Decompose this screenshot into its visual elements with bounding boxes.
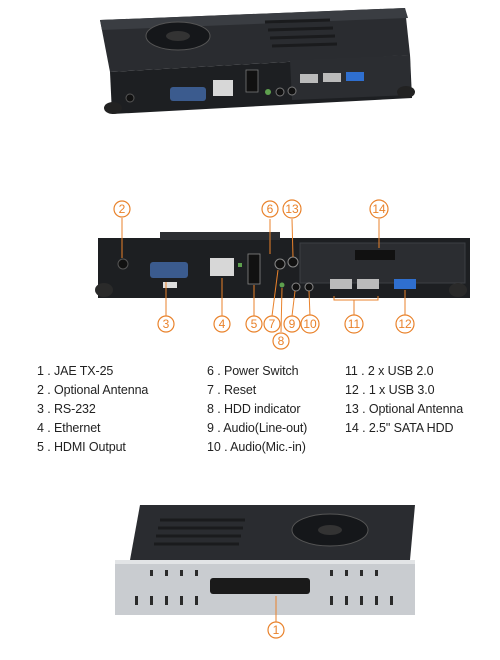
legend-item: 13 . Optional Antenna bbox=[345, 402, 464, 416]
svg-text:10: 10 bbox=[303, 317, 317, 331]
usb2-port-a bbox=[330, 279, 352, 289]
svg-text:2: 2 bbox=[119, 202, 126, 216]
svg-text:4: 4 bbox=[219, 317, 226, 331]
callout-6: 6 bbox=[261, 200, 279, 218]
legend-item: 2 . Optional Antenna bbox=[37, 383, 149, 397]
callout-12: 12 bbox=[395, 314, 415, 334]
legend-column-1: 1 . JAE TX-25 2 . Optional Antenna 3 . R… bbox=[37, 362, 148, 457]
callout-3: 3 bbox=[157, 315, 175, 333]
legend-item: 6 . Power Switch bbox=[207, 364, 299, 378]
callout-14: 14 bbox=[369, 199, 389, 219]
legend-item: 7 . Reset bbox=[207, 383, 257, 397]
callout-4: 4 bbox=[213, 315, 231, 333]
svg-text:5: 5 bbox=[251, 317, 258, 331]
ethernet-port bbox=[210, 258, 234, 276]
legend-item: 11 . 2 x USB 2.0 bbox=[345, 364, 434, 378]
svg-text:7: 7 bbox=[269, 317, 276, 331]
callout-9: 9 bbox=[283, 315, 301, 333]
usb3-port bbox=[394, 279, 416, 289]
svg-text:1: 1 bbox=[273, 623, 280, 637]
callout-10: 10 bbox=[300, 314, 320, 334]
legend-item: 10 . Audio(Mic.-in) bbox=[207, 440, 306, 454]
legend-item: 4 . Ethernet bbox=[37, 421, 101, 435]
callout-11: 11 bbox=[344, 314, 364, 334]
legend-item: 1 . JAE TX-25 bbox=[37, 364, 114, 378]
callout-1: 1 bbox=[267, 621, 285, 639]
legend-item: 8 . HDD indicator bbox=[207, 402, 301, 416]
callout-8: 8 bbox=[272, 332, 290, 350]
rs232-port bbox=[150, 262, 188, 278]
legend-item: 12 . 1 x USB 3.0 bbox=[345, 383, 435, 397]
legend-column-3: 11 . 2 x USB 2.0 12 . 1 x USB 3.0 13 . O… bbox=[345, 362, 463, 438]
svg-text:6: 6 bbox=[267, 202, 274, 216]
usb2-port-b bbox=[357, 279, 379, 289]
legend-item: 5 . HDMI Output bbox=[37, 440, 126, 454]
hdmi-port bbox=[247, 253, 261, 285]
callout-5: 5 bbox=[245, 315, 263, 333]
svg-text:8: 8 bbox=[278, 334, 285, 348]
svg-text:3: 3 bbox=[163, 317, 170, 331]
callout-2: 2 bbox=[113, 200, 131, 218]
svg-text:12: 12 bbox=[398, 317, 412, 331]
legend-item: 3 . RS-232 bbox=[37, 402, 96, 416]
legend-item: 9 . Audio(Line-out) bbox=[207, 421, 308, 435]
legend-column-2: 6 . Power Switch 7 . Reset 8 . HDD indic… bbox=[207, 362, 307, 457]
svg-text:9: 9 bbox=[289, 317, 296, 331]
svg-text:14: 14 bbox=[372, 202, 386, 216]
svg-text:13: 13 bbox=[285, 202, 299, 216]
callout-7: 7 bbox=[263, 315, 281, 333]
svg-text:11: 11 bbox=[348, 317, 361, 331]
legend-item: 14 . 2.5" SATA HDD bbox=[345, 421, 454, 435]
callout-13: 13 bbox=[282, 199, 302, 219]
